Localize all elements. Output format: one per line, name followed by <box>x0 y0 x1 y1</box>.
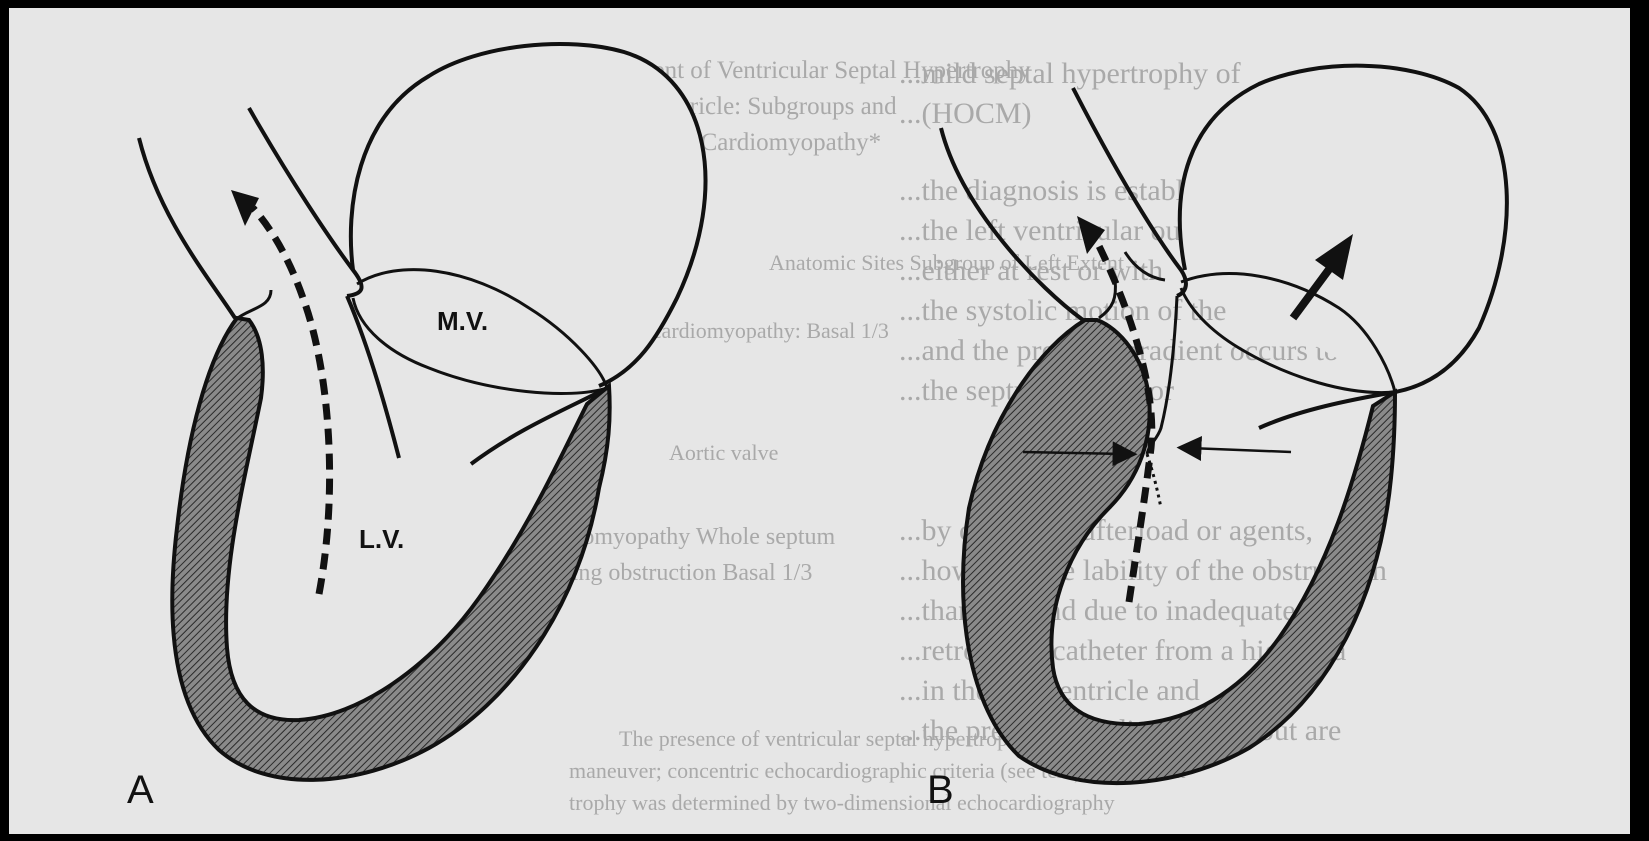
panel-letter-a: A <box>127 768 154 812</box>
scanned-page: TABLE Extent of Ventricular Septal Hyper… <box>9 8 1630 834</box>
bg-line: ...(HOCM) <box>899 97 1032 130</box>
mitral-leaflet-sam-b <box>1147 454 1161 508</box>
bg-line: ...than real and due to inadequate <box>899 594 1296 627</box>
leaflet-force-arrow-b <box>1189 448 1291 452</box>
bg-line: Aortic valve <box>669 440 778 465</box>
panel-letter-b: B <box>927 768 954 812</box>
bg-line: ...mild septal hypertrophy of <box>899 57 1241 90</box>
left-atrium-a <box>351 44 706 386</box>
bg-line: trophy was determined by two-dimensional… <box>569 790 1115 815</box>
aorta-right-wall-a <box>249 108 362 296</box>
mitral-leaflet-a <box>347 296 399 458</box>
bg-line: ...by change in afterload or agents, <box>899 514 1313 547</box>
aortic-valve-a <box>235 290 271 320</box>
outflow-arrow-a <box>253 208 330 594</box>
mitral-valve-label-a: M.V. <box>437 306 488 336</box>
left-ventricle-label-a: L.V. <box>359 524 404 554</box>
panel-a: M.V. L.V. A <box>127 44 706 812</box>
aorta-left-wall-a <box>139 138 235 318</box>
heart-diagram: TABLE Extent of Ventricular Septal Hyper… <box>9 8 1630 834</box>
bg-line: ...either at rest or with <box>899 254 1163 287</box>
